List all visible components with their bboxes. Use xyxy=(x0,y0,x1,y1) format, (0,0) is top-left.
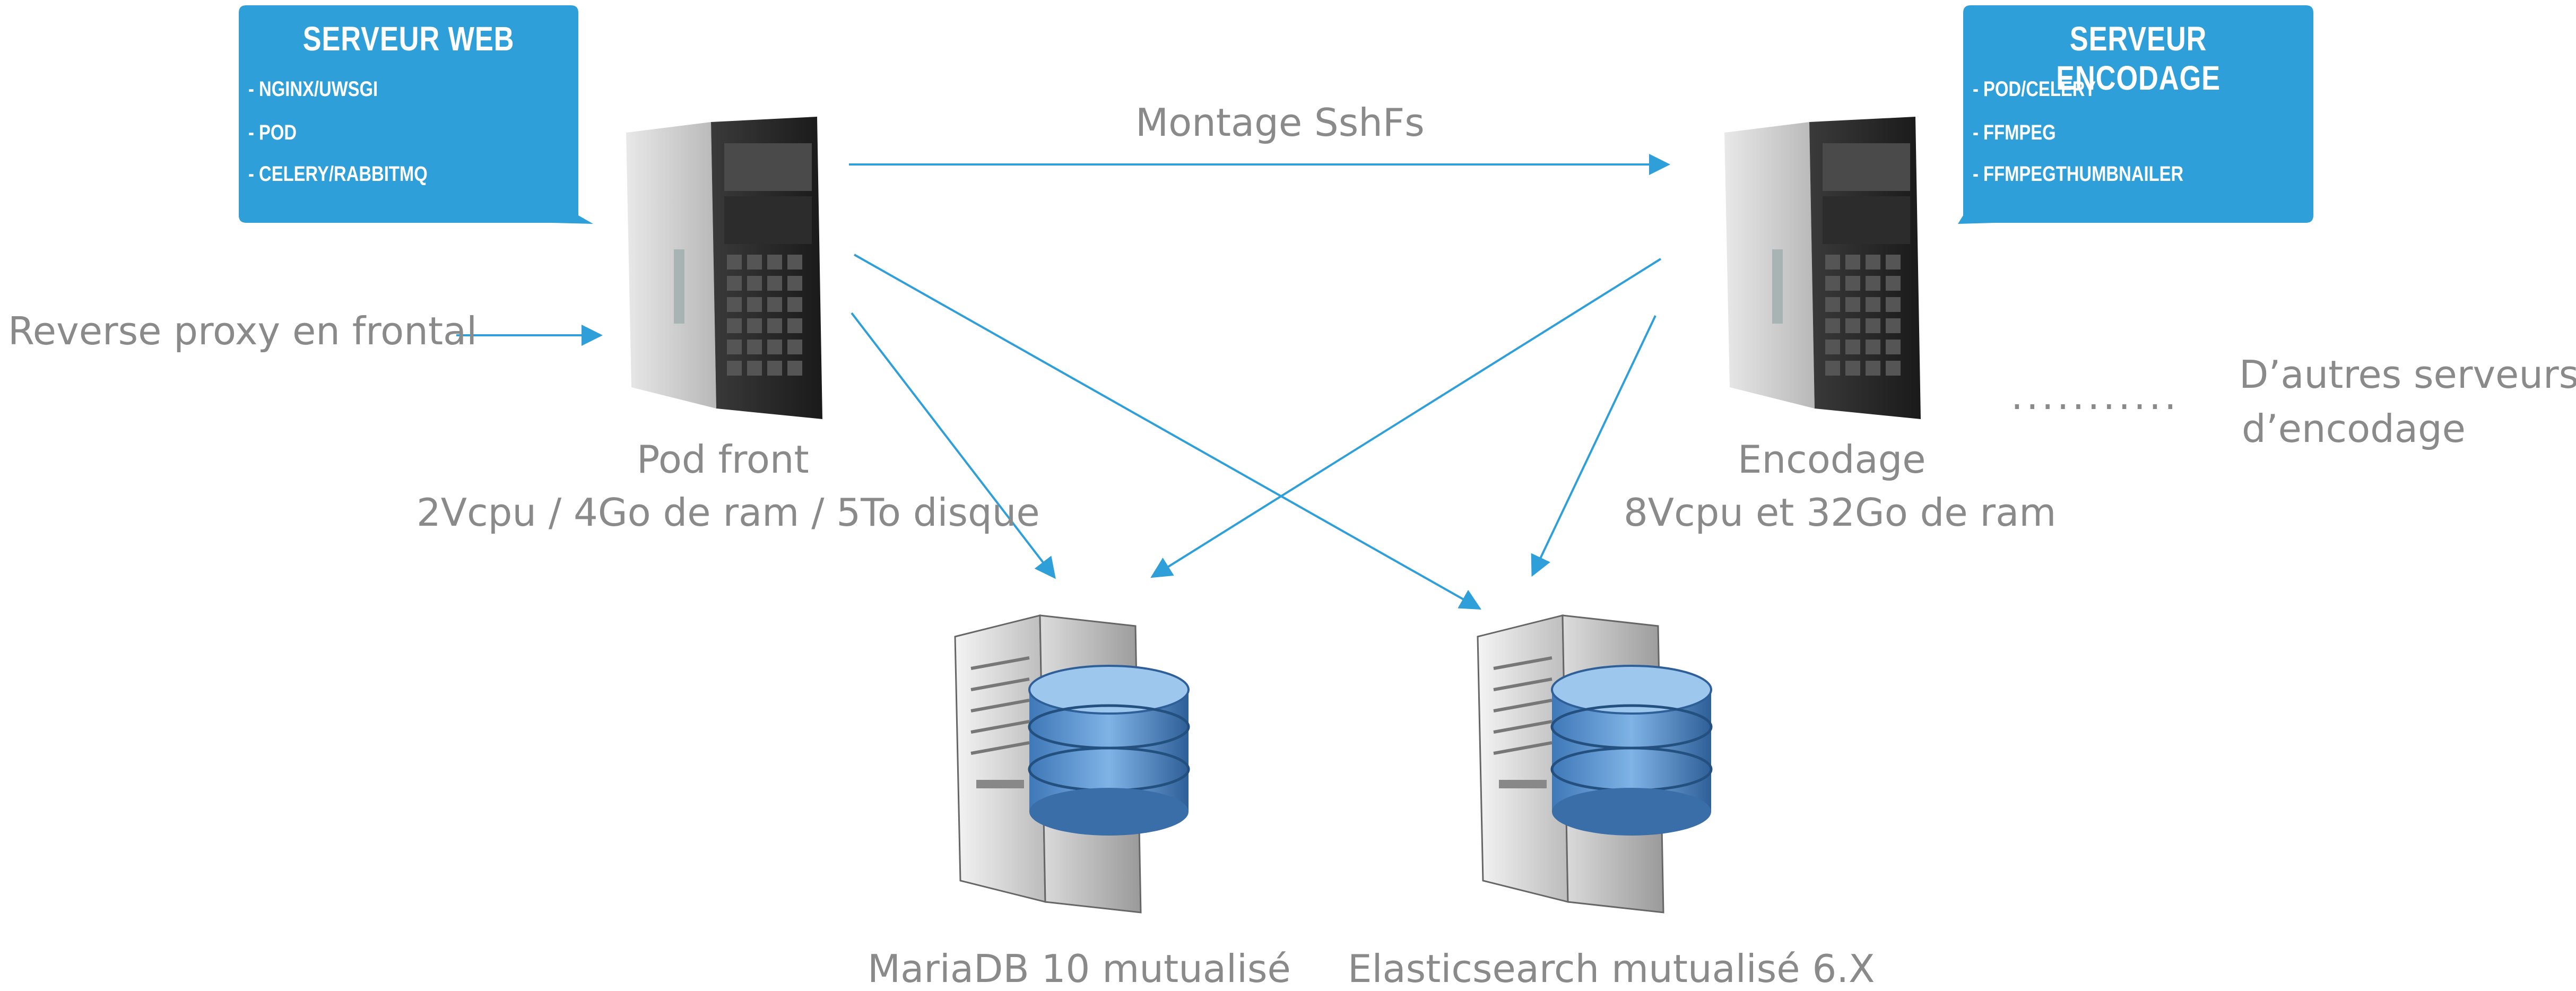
pod-front-name: Pod front xyxy=(637,437,809,482)
web-bubble-item: - CELERY/RABBITMQ xyxy=(248,162,428,186)
elasticsearch-label: Elasticsearch mutualisé 6.X xyxy=(1348,946,1875,991)
continuation-dots: ........... xyxy=(2011,373,2180,418)
web-bubble-shape xyxy=(239,5,593,224)
web-bubble-item: - POD xyxy=(248,121,297,144)
encode-bubble-item: - FFMPEGTHUMBNAILER xyxy=(1973,162,2184,186)
arrow-encode-to-mariadb xyxy=(1150,258,1662,578)
tower-server-icon xyxy=(626,117,822,419)
mariadb-label: MariaDB 10 mutualisé xyxy=(868,946,1291,991)
web-bubble-item: - NGINX/UWSGI xyxy=(248,77,378,101)
reverse-proxy-label: Reverse proxy en frontal xyxy=(8,309,478,353)
encode-bubble-item: - POD/CELERY xyxy=(1973,77,2096,101)
arrow-encode-to-elastic xyxy=(1531,315,1656,577)
web-server-bubble: SERVEUR WEB - NGINX/UWSGI - POD - CELERY… xyxy=(239,5,578,223)
tower-server-icon xyxy=(1724,117,1921,419)
encode-server-bubble: SERVEUR ENCODAGE - POD/CELERY - FFMPEG -… xyxy=(1963,5,2313,223)
database-server-icon xyxy=(954,614,1190,914)
encodage-name: Encodage xyxy=(1738,437,1926,482)
other-servers-label-line1: D’autres serveurs xyxy=(2239,352,2576,397)
arrow-front-to-mariadb xyxy=(851,312,1056,579)
mount-sshfs-label: Montage SshFs xyxy=(1135,100,1425,145)
encode-bubble-item: - FFMPEG xyxy=(1973,121,2056,144)
other-servers-label-line2: d’encodage xyxy=(2242,406,2466,451)
encode-bubble-shape xyxy=(1958,5,2313,224)
web-bubble-title: SERVEUR WEB xyxy=(302,20,515,58)
database-server-icon xyxy=(1477,614,1713,914)
arrow-front-to-elastic xyxy=(854,254,1481,610)
pod-front-specs: 2Vcpu / 4Go de ram / 5To disque xyxy=(417,490,1040,535)
encodage-specs: 8Vcpu et 32Go de ram xyxy=(1624,490,2057,535)
encode-bubble-title: SERVEUR ENCODAGE xyxy=(2056,20,2221,97)
